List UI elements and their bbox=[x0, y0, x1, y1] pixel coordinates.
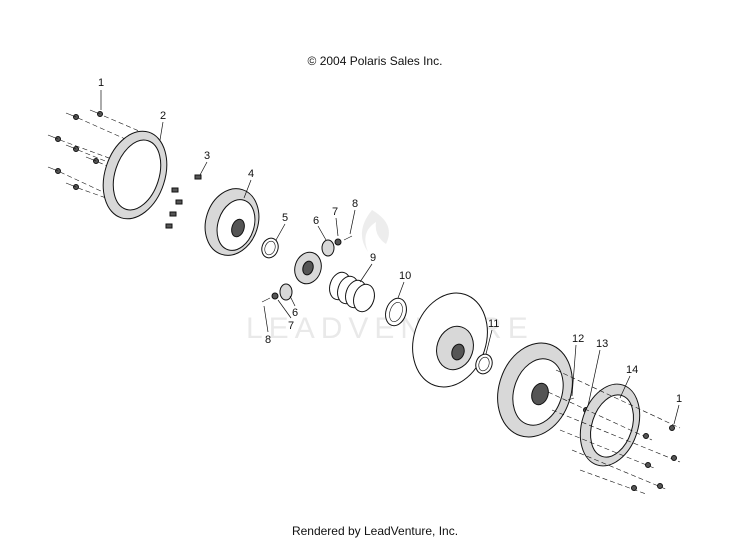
callout-8-upper: 8 bbox=[352, 198, 358, 210]
callout-labels: 1 2 3 4 5 6 7 8 9 10 6 7 8 11 12 13 14 1 bbox=[98, 77, 682, 405]
callout-7-upper: 7 bbox=[332, 206, 338, 218]
callout-12: 12 bbox=[572, 333, 584, 345]
fixed-sheave-housing bbox=[497, 342, 573, 438]
callout-3: 3 bbox=[204, 150, 210, 162]
callout-6-lower: 6 bbox=[292, 307, 298, 319]
copyright-notice: © 2004 Polaris Sales Inc. bbox=[307, 54, 443, 68]
callout-10: 10 bbox=[399, 270, 411, 282]
right-bolts bbox=[631, 425, 677, 491]
part-4-helix-housing bbox=[204, 188, 260, 256]
leader-lines bbox=[100, 90, 680, 425]
callout-1-upper: 1 bbox=[98, 77, 104, 89]
part-5-ring bbox=[261, 237, 279, 259]
callout-9: 9 bbox=[370, 252, 376, 264]
callout-13: 13 bbox=[596, 338, 608, 350]
callout-4: 4 bbox=[248, 168, 254, 180]
callout-11: 11 bbox=[488, 318, 499, 330]
callout-2: 2 bbox=[160, 110, 166, 122]
left-bolts bbox=[47, 109, 103, 190]
part-10-ring bbox=[385, 297, 407, 327]
part-9-spring bbox=[329, 271, 375, 313]
center-hub bbox=[294, 251, 322, 285]
callout-5: 5 bbox=[282, 212, 288, 224]
footer-credit: Rendered by LeadVenture, Inc. bbox=[291, 524, 459, 538]
part-14-cover-ring bbox=[579, 383, 641, 467]
callout-6-upper: 6 bbox=[313, 215, 319, 227]
parts-6-7-8-lower bbox=[261, 283, 293, 303]
callout-8-lower: 8 bbox=[265, 334, 271, 346]
part-3-screws bbox=[165, 174, 202, 229]
moveable-sheave bbox=[412, 292, 488, 388]
part-11-ring bbox=[475, 353, 493, 375]
callout-14: 14 bbox=[626, 364, 638, 376]
part-2-cover-ring bbox=[102, 130, 168, 220]
callout-7-lower: 7 bbox=[288, 320, 294, 332]
parts-6-7-8-upper bbox=[321, 235, 353, 257]
callout-1-lower: 1 bbox=[676, 393, 682, 405]
